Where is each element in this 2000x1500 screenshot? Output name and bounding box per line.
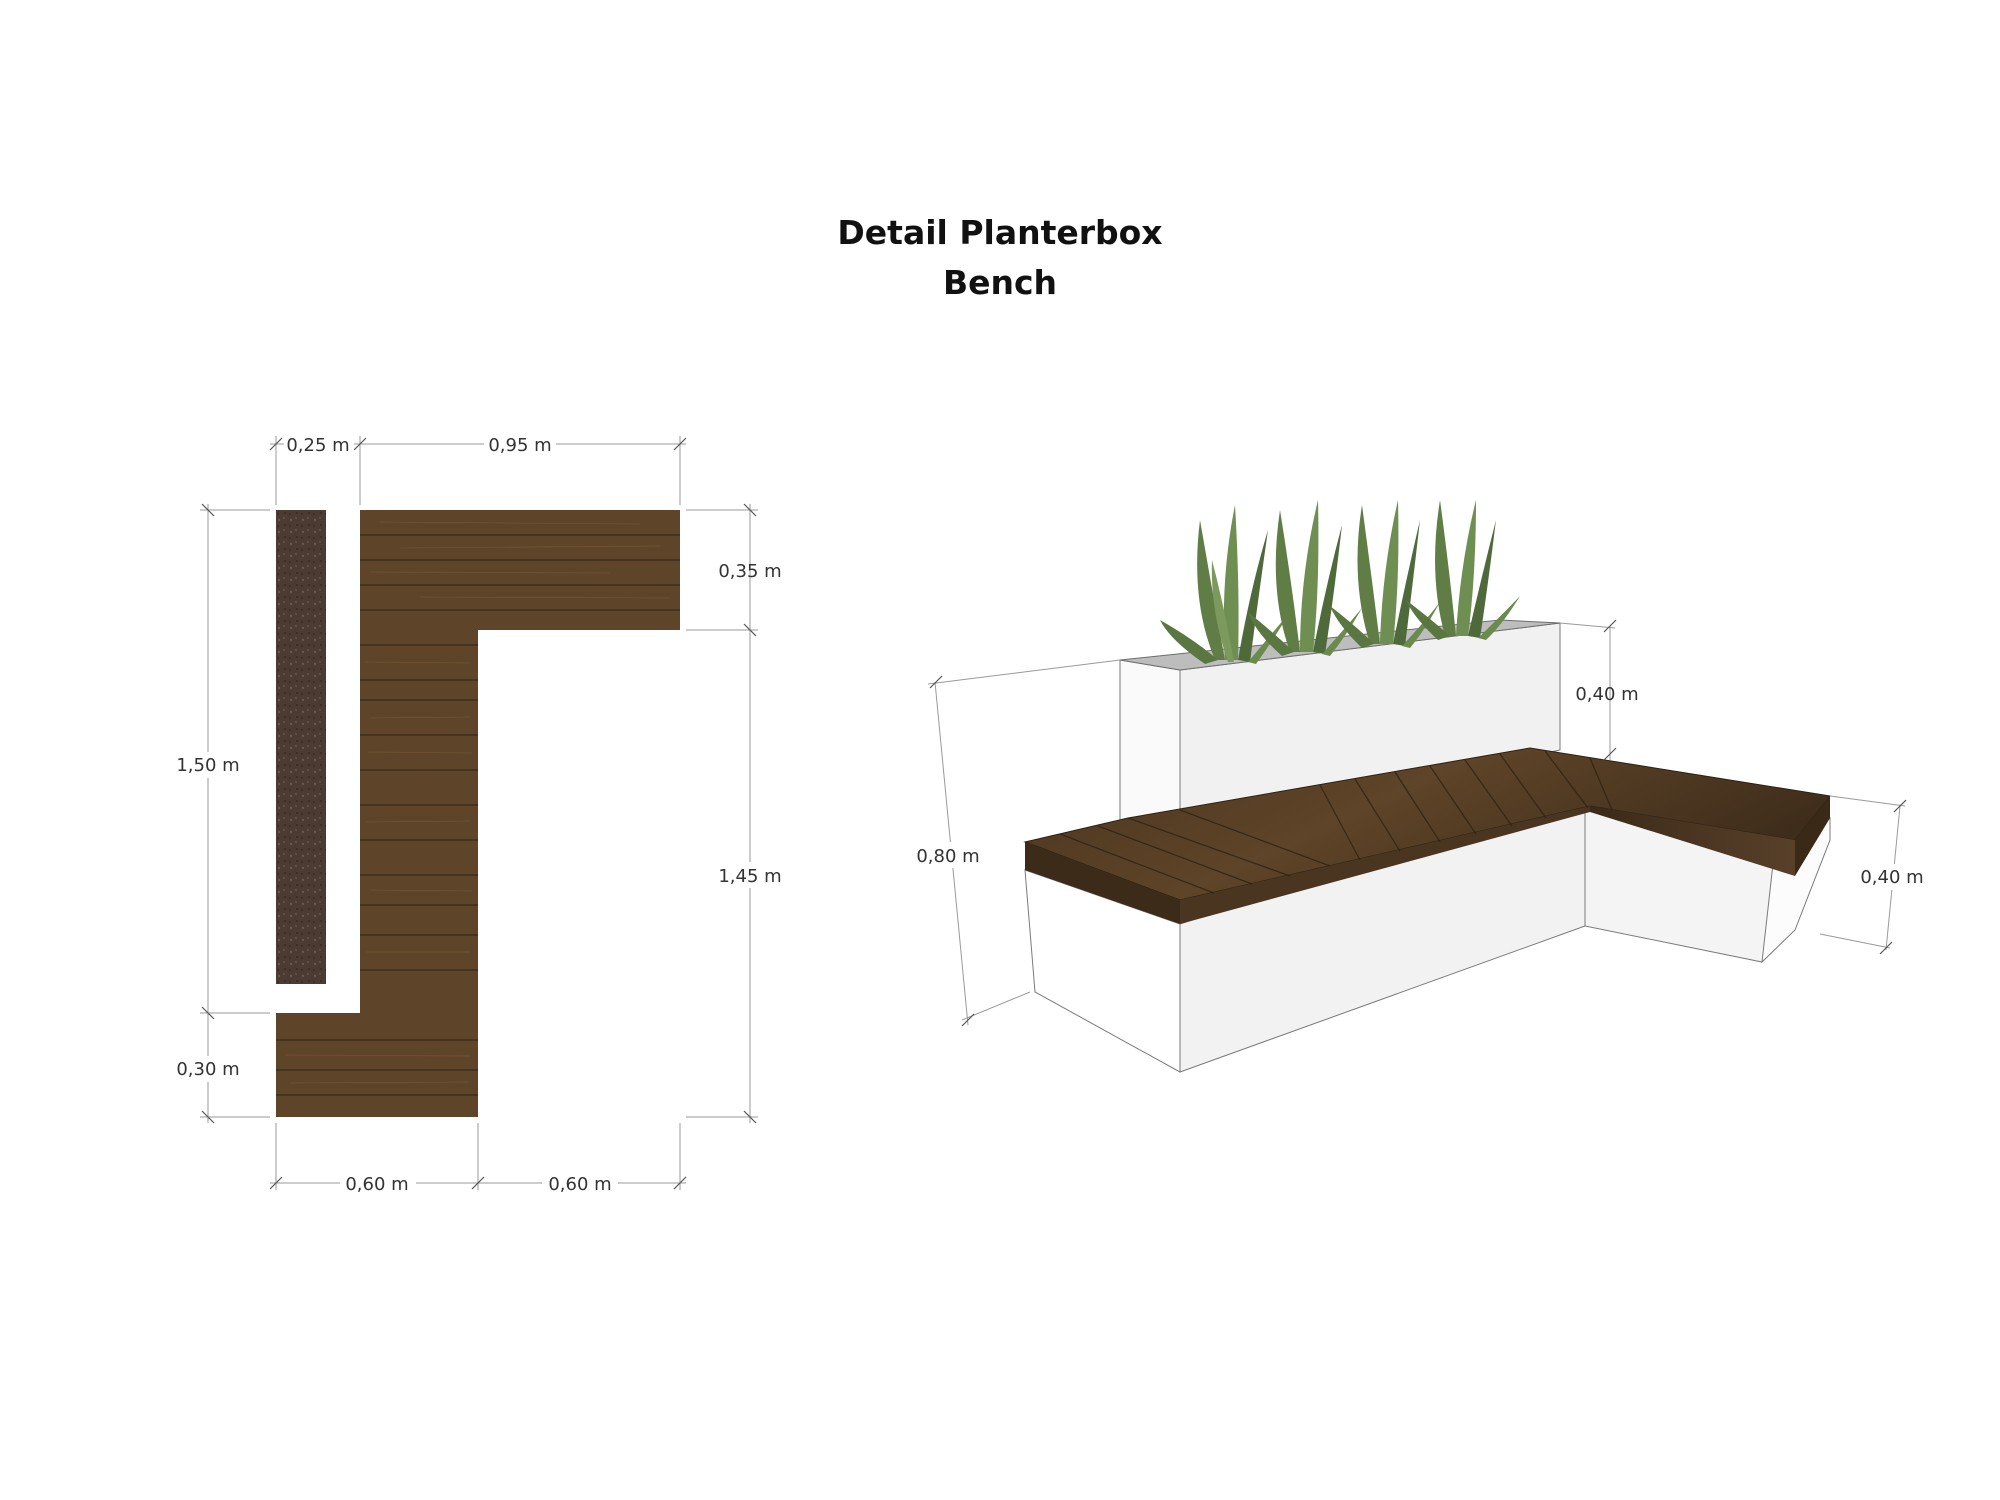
dim-persp-planter-height: 0,40 m [1575,684,1638,705]
title-line-2: Bench [942,263,1058,302]
dim-persp-total-height: 0,80 m [916,846,979,867]
plant-4 [1406,500,1520,640]
plan-view [276,510,680,1117]
plan-wood-grain [284,521,671,1084]
plant-3 [1330,500,1440,648]
bench-seat-long-edge [1180,806,1590,924]
bench-seat-return-edge [1590,806,1795,876]
dim-plan-top-right: 0,95 m [488,435,551,456]
plan-planter-soil [276,510,326,984]
bench-seat-front-edge [1025,842,1180,924]
dim-plan-right-main: 1,45 m [718,866,781,887]
planter-box-side [1119,659,1181,833]
dim-plan-left-main: 1,50 m [176,755,239,776]
title-line-1: Detail Planterbox [837,213,1163,252]
plant-1 [1160,505,1290,664]
perspective-view [927,500,1907,1073]
dim-plan-top-left: 0,25 m [286,435,349,456]
bench-seat-seams [1059,750,1613,894]
bench-seat-return-end-edge [1795,796,1830,876]
dim-plan-right-top: 0,35 m [718,561,781,582]
dim-persp-seat-height: 0,40 m [1860,867,1923,888]
drawing-title: Detail Planterbox Bench [0,208,2000,308]
dim-plan-left-bottom: 0,30 m [176,1059,239,1080]
plan-wood-seat [276,510,680,1117]
snake-plants [1160,500,1520,664]
dim-plan-bottom-right: 0,60 m [548,1174,611,1195]
plan-board-seams [276,534,680,1096]
dim-plan-bottom-left: 0,60 m [345,1174,408,1195]
plan-dimensions [200,436,758,1190]
plant-2 [1248,500,1362,656]
